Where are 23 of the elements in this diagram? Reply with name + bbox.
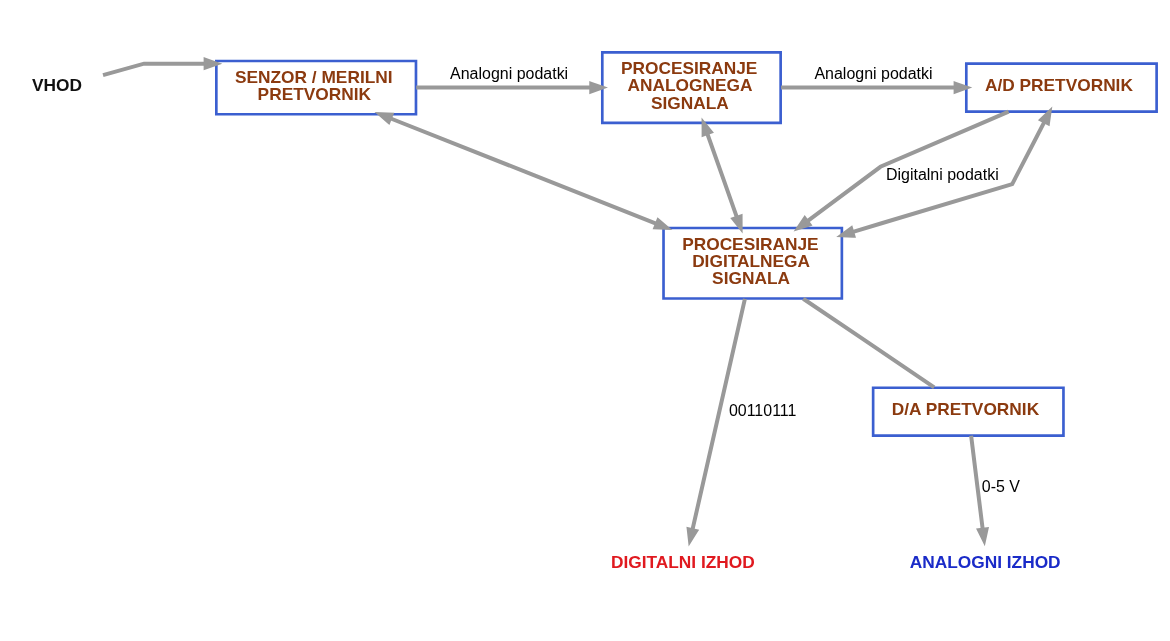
node-text: VHOD — [32, 74, 82, 95]
node-text: ANALOGNI IZHOD — [909, 551, 1061, 572]
arrow — [102, 57, 223, 77]
edge-label: 00110111 — [728, 401, 797, 419]
arrow — [793, 109, 1010, 232]
node-box: D/A PRETVORNIK — [871, 386, 1065, 437]
arrow — [836, 106, 1053, 238]
arrow — [686, 298, 747, 547]
node-box: SENZOR / MERILNI PRETVORNIK — [215, 59, 418, 116]
node-box: A/D PRETVORNIK — [964, 62, 1158, 113]
edge-label: Digitalni podatki — [885, 165, 999, 183]
arrow — [374, 112, 673, 231]
node-box: PROCESIRANJE ANALOGNEGA SIGNALA — [600, 51, 782, 125]
edge-label: Analogni podatki — [814, 65, 933, 83]
arrow — [969, 435, 989, 547]
edge-label: Analogni podatki — [450, 65, 569, 83]
arrow — [701, 117, 743, 234]
edge-label: 0-5 V — [981, 478, 1020, 496]
arrow — [416, 81, 608, 95]
node-box: PROCESIRANJE DIGITALNEGA SIGNALA — [662, 226, 844, 300]
arrow — [781, 81, 973, 95]
connector — [802, 297, 936, 389]
node-text: DIGITALNI IZHOD — [610, 551, 755, 572]
